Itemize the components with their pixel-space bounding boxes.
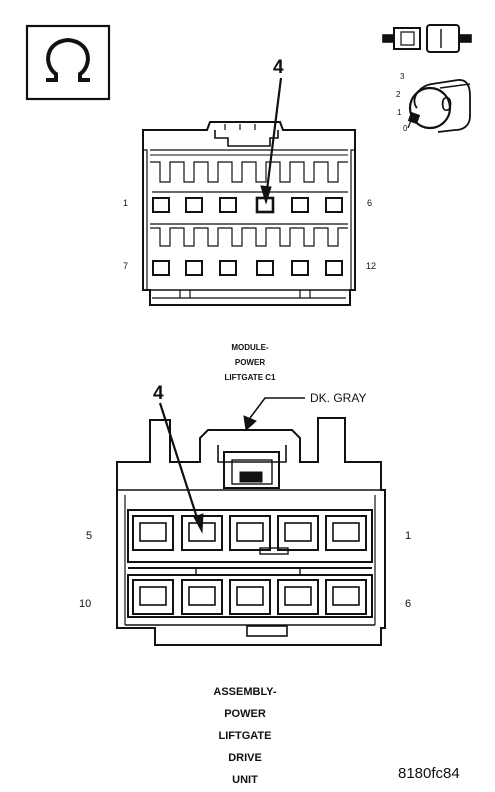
bottom-pin-label-5: 5	[86, 530, 93, 542]
top-pin-label-6: 6	[367, 198, 373, 208]
bottom-pin-label-6: 6	[405, 598, 412, 610]
ignition-scale-label-2: 2	[396, 90, 401, 99]
ohmmeter-icon	[25, 24, 111, 101]
ignition-scale-label-3: 3	[400, 72, 405, 81]
figure-code: 8180fc84	[398, 765, 460, 782]
caption-line: DRIVE	[228, 752, 262, 764]
caption-line: LIFTGATE C1	[224, 373, 276, 382]
top-pin-label-7: 7	[123, 261, 129, 271]
ignition-scale-label-1: 1	[397, 108, 402, 117]
bottom-callout-arrow	[158, 402, 204, 534]
caption-line: POWER	[224, 708, 266, 720]
caption-line: UNIT	[232, 774, 258, 786]
bottom-connector-housing	[116, 417, 386, 646]
caption-line: ASSEMBLY-	[213, 686, 277, 698]
bottom-connector-caption: ASSEMBLY- POWER LIFTGATE DRIVE UNIT	[185, 681, 305, 791]
wire-color-label: DK. GRAY	[310, 391, 367, 405]
bottom-pin-label-10: 10	[79, 598, 92, 610]
top-pin-label-12: 12	[366, 261, 377, 271]
bottom-connector-row-2-cavities	[127, 568, 373, 618]
caption-line: POWER	[234, 358, 266, 367]
top-callout-number: 4	[273, 57, 284, 78]
top-connector-row-2-cavities	[150, 223, 348, 276]
bottom-connector-row-1-cavities	[127, 509, 373, 563]
wire-color-leader	[243, 397, 305, 431]
caption-line: LIFTGATE	[218, 730, 272, 742]
ignition-switch-icon	[407, 79, 471, 133]
ignition-key-label: 0	[441, 94, 453, 116]
bottom-callout-number: 4	[153, 383, 164, 404]
caption-line: MODULE-	[231, 343, 269, 352]
bottom-pin-label-1: 1	[405, 530, 412, 542]
connector-plug-icon	[382, 24, 472, 53]
top-pin-label-1: 1	[123, 198, 129, 208]
top-connector-caption: MODULE- POWER LIFTGATE C1	[200, 340, 300, 385]
ignition-scale-label-0: 0	[403, 124, 408, 133]
top-callout-arrow	[260, 77, 283, 205]
top-connector-housing	[142, 121, 356, 306]
top-connector-row-1-cavities	[150, 161, 348, 214]
